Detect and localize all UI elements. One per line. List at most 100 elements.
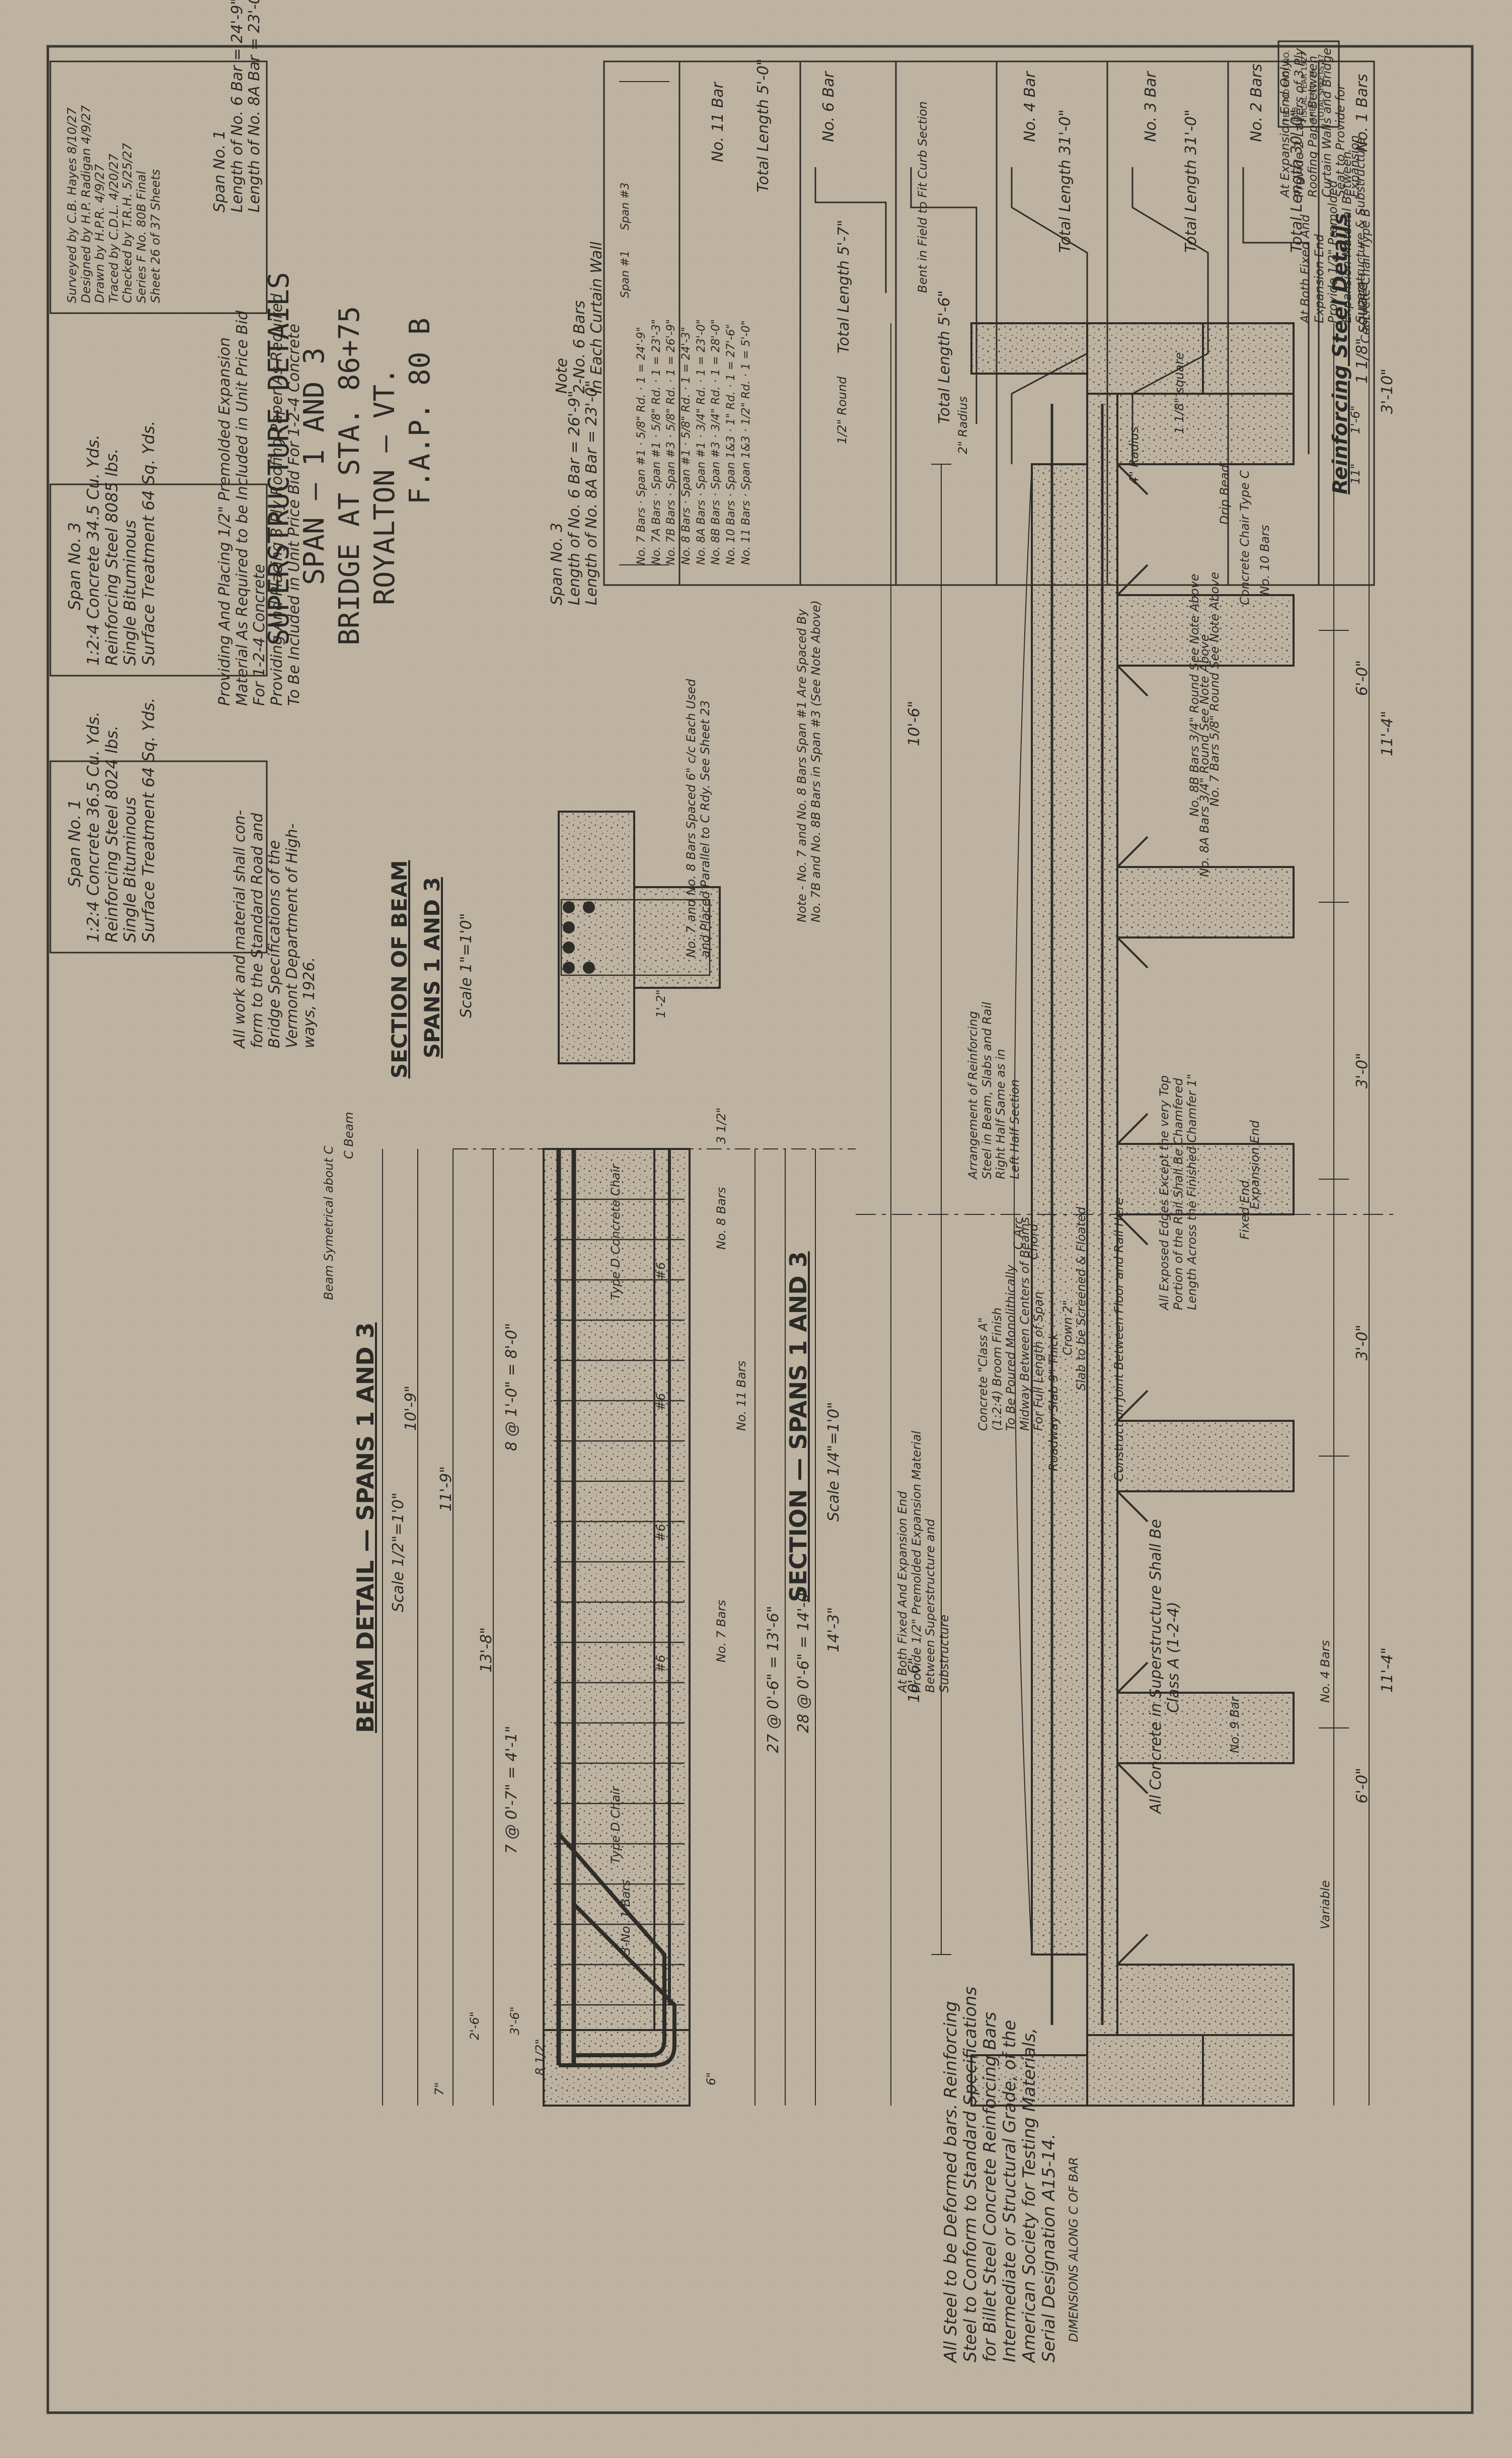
note-arr-4: Left Half Section xyxy=(1007,1079,1022,1179)
note-ss-1: All Steel to be Deformed bars. Reinforci… xyxy=(941,2001,961,2362)
dim-arc: C Arc xyxy=(1011,1217,1025,1250)
span-info-3: Span No. 3 Length of No. 6 Bar = 26'-9" … xyxy=(548,380,601,605)
qty1-line-2: Reinforcing Steel 8024 lbs. xyxy=(102,725,121,943)
dim-8-12: 8 1/2" xyxy=(533,2039,547,2075)
note-bottom-fixed: At Both Fixed And Expansion End Provide … xyxy=(895,1430,951,1693)
note-exposed-2: Portion of the Rail Shall Be Chamfered xyxy=(1171,1078,1185,1310)
rs-total56: Total Length 5'-6" xyxy=(936,290,953,424)
section-beam-scale: Scale 1"=1'0" xyxy=(458,913,475,1019)
dim-11-9: 11'-9" xyxy=(437,1466,455,1511)
note-beam-symmetrical: Beam Symetrical about C xyxy=(322,1145,336,1300)
note-cc-2: (1:2:4) Broom Finish xyxy=(990,1307,1004,1431)
note-ss-6: Serial Designation A15-14. xyxy=(1039,2133,1060,2362)
dim-no9-beam: No. 9 Bar xyxy=(1228,1697,1242,1753)
note-bf-3: Between Superstructure and xyxy=(923,1519,938,1693)
qty3-line-1: 1:2:4 Concrete 34.5 Cu. Yds. xyxy=(83,435,103,666)
note-pm-1: Providing And Placing 1/2" Premolded Exp… xyxy=(216,337,234,706)
table-row: No. 7B Bars · Span #3 · 5/8" Rd. · 1 = 2… xyxy=(665,319,678,565)
dim-3-6: 3'-6" xyxy=(508,2006,522,2035)
rs-radius4: 4" Radius xyxy=(1127,426,1141,484)
dim-6: 6" xyxy=(704,2072,718,2085)
dim-12: 1'-2" xyxy=(654,989,668,1018)
dim-concrete-chair-b: Concrete Chair Type B xyxy=(1358,208,1373,343)
note-bf-2: Provide 1/2" Premolded Expansion Materia… xyxy=(909,1430,924,1693)
note-ss-4: Intermediate or Structural Grade, of the xyxy=(1000,2019,1020,2362)
dim-2-6: 2'-6" xyxy=(468,2011,482,2040)
title-line-5: F.A.P. 80 B xyxy=(404,318,436,504)
note-pm-5: To Be Included in Unit Price Bid For 1-2… xyxy=(285,324,303,706)
rs-no5: Bent in Field to Fit Curb Section xyxy=(916,101,930,293)
table-row: No. 8A Bars · Span #1 · 3/4" Rd. · 1 = 2… xyxy=(695,319,708,565)
note-roadway-3: Slab to be Screened & Floated xyxy=(1074,1206,1089,1391)
dim-11-4-a: 11'-4" xyxy=(1379,1647,1396,1693)
qty3-line-3: Single Bituminous xyxy=(120,520,140,666)
section-spans-drawing xyxy=(856,322,1399,2107)
dim-10-6-b: 10'-6" xyxy=(905,700,923,746)
rs-total-2: Total Length 5'-0" xyxy=(754,58,772,192)
quantities-span1: Span No. 1 1:2:4 Concrete 36.5 Cu. Yds. … xyxy=(65,697,158,943)
stamp-5: TOTAL SHEETS 37 xyxy=(1317,54,1326,122)
section-beam-title-2: SPANS 1 AND 3 xyxy=(420,877,444,1058)
dim-chord: Chord xyxy=(1026,1223,1040,1260)
rs-no2: No. 2 Bars xyxy=(1248,63,1265,142)
note-ss-3: for Billet Steel Concrete Reinforcing Ba… xyxy=(980,2011,1001,2362)
qty1-line-4: Surface Treatment 64 Sq. Yds. xyxy=(139,697,159,943)
dim-type-d-chair: Type D Chair xyxy=(609,1786,623,1864)
section-beam-title-1: SECTION OF BEAM xyxy=(387,860,412,1078)
title-stamp-frame xyxy=(1277,40,1340,128)
dim-1-6: 1'-6" xyxy=(1348,405,1363,434)
rs-no1: No. 1 Bars xyxy=(1353,74,1371,152)
note-exposed-edges: All Exposed Edges Except the very Top Po… xyxy=(1157,1074,1199,1310)
rs-round12: 1/2" Round xyxy=(835,376,849,444)
dim-11-4-b: 11'-4" xyxy=(1379,710,1396,756)
tb-line-5: Checked by T.R.H. 5/25/27 xyxy=(120,142,135,303)
note-bar-spacing: Note - No. 7 and No. 8 Bars Span #1 Are … xyxy=(795,600,823,922)
note-bs-2: No. 7B and No. 8B Bars in Span #3 (See N… xyxy=(808,600,823,922)
note-ss-5: American Society for Testing Materials, xyxy=(1019,2028,1040,2362)
note-beam-2: 2-No. 6 Bars xyxy=(570,300,588,394)
rs-no3: No. 3 Bar xyxy=(1142,71,1160,142)
note-pm-2: Material As Required to be Included in U… xyxy=(233,310,251,706)
tb-line-6: Series F No. 80B Final xyxy=(134,171,148,303)
table-row: No. 8 Bars · Span #1 · 5/8" Rd. · 1 = 24… xyxy=(680,327,693,565)
span3-title: Span No. 3 xyxy=(548,523,566,605)
note-all-concrete-1: All Concrete in Superstructure Shall Be xyxy=(1147,1519,1165,1814)
beam-detail-scale: Scale 1/2"=1'0" xyxy=(390,1492,407,1612)
dim-8-8: 8 @ 1'-0" = 8'-0" xyxy=(503,1323,520,1451)
dim-variable: Variable xyxy=(1318,1880,1332,1930)
note-vt-3: Bridge Specifications of the xyxy=(266,840,283,1048)
dim-concrete-chair-c: Concrete Chair Type C xyxy=(1238,470,1252,605)
dim-3-10: 3'-10" xyxy=(1379,368,1396,414)
span3-line-1: Length of No. 6 Bar = 26'-9" xyxy=(565,390,583,605)
tb-line-7: Sheet 26 of 37 Sheets xyxy=(148,169,163,303)
note-beam: Note 2-No. 6 Bars In Each Curtain Wall xyxy=(553,242,606,394)
dim-no8b: No. 8B Bars 3/4" Round See Note Above xyxy=(1187,573,1201,817)
span1-line-2: Length of No. 8A Bar = 23'-0" xyxy=(246,0,263,212)
reinforcing-box xyxy=(603,60,1375,586)
note-steel-spec: All Steel to be Deformed bars. Reinforci… xyxy=(941,1987,1060,2362)
table-row: No. 10 Bars · Span 1&3 · 1" Rd. · 1 = 27… xyxy=(725,324,738,565)
dim-10-6-a: 10'-6" xyxy=(905,1657,923,1703)
dim-no6-2: #6 xyxy=(654,1524,668,1542)
note-bf-4: Substructure xyxy=(937,1614,951,1693)
dim-14-3: 14'-3" xyxy=(825,1607,843,1652)
quantity-boxes xyxy=(49,60,268,954)
note-arr-3: Right Half Same as in xyxy=(994,1049,1008,1179)
tb-line-2: Designed by H.P. Radigan 4/9/27 xyxy=(79,105,93,303)
note-st-2: and Placed Parallel to C Rdy. See Sheet … xyxy=(698,700,712,958)
section-spans-title: SECTION — SPANS 1 AND 3 xyxy=(785,1251,812,1602)
note-cc-1: Concrete "Class A" xyxy=(976,1317,990,1431)
rs-no4: No. 4 Bar xyxy=(1021,71,1039,142)
rs-no6: No. 6 Bar xyxy=(820,71,838,142)
qty1-line-1: 1:2:4 Concrete 36.5 Cu. Yds. xyxy=(83,711,103,943)
dim-6-0-a: 6'-0" xyxy=(1353,1767,1371,1803)
note-arr-2: Steel in Beam, Slabs and Rail xyxy=(979,1001,994,1179)
dim-no6-4: #6 xyxy=(654,1262,668,1280)
dim-type-d-concrete-chair: Type D Concrete Chair xyxy=(609,1164,623,1300)
dim-6-0-b: 6'-0" xyxy=(1353,660,1371,696)
dim-no8-beam: No. 8 Bars xyxy=(714,1187,728,1250)
dim-11: 11" xyxy=(1348,463,1363,484)
dim-3-0-b: 3'-0" xyxy=(1353,1052,1371,1089)
section-spans-scale: Scale 1/4"=1'0" xyxy=(825,1402,843,1522)
beam-detail-drawing xyxy=(382,1148,856,2107)
